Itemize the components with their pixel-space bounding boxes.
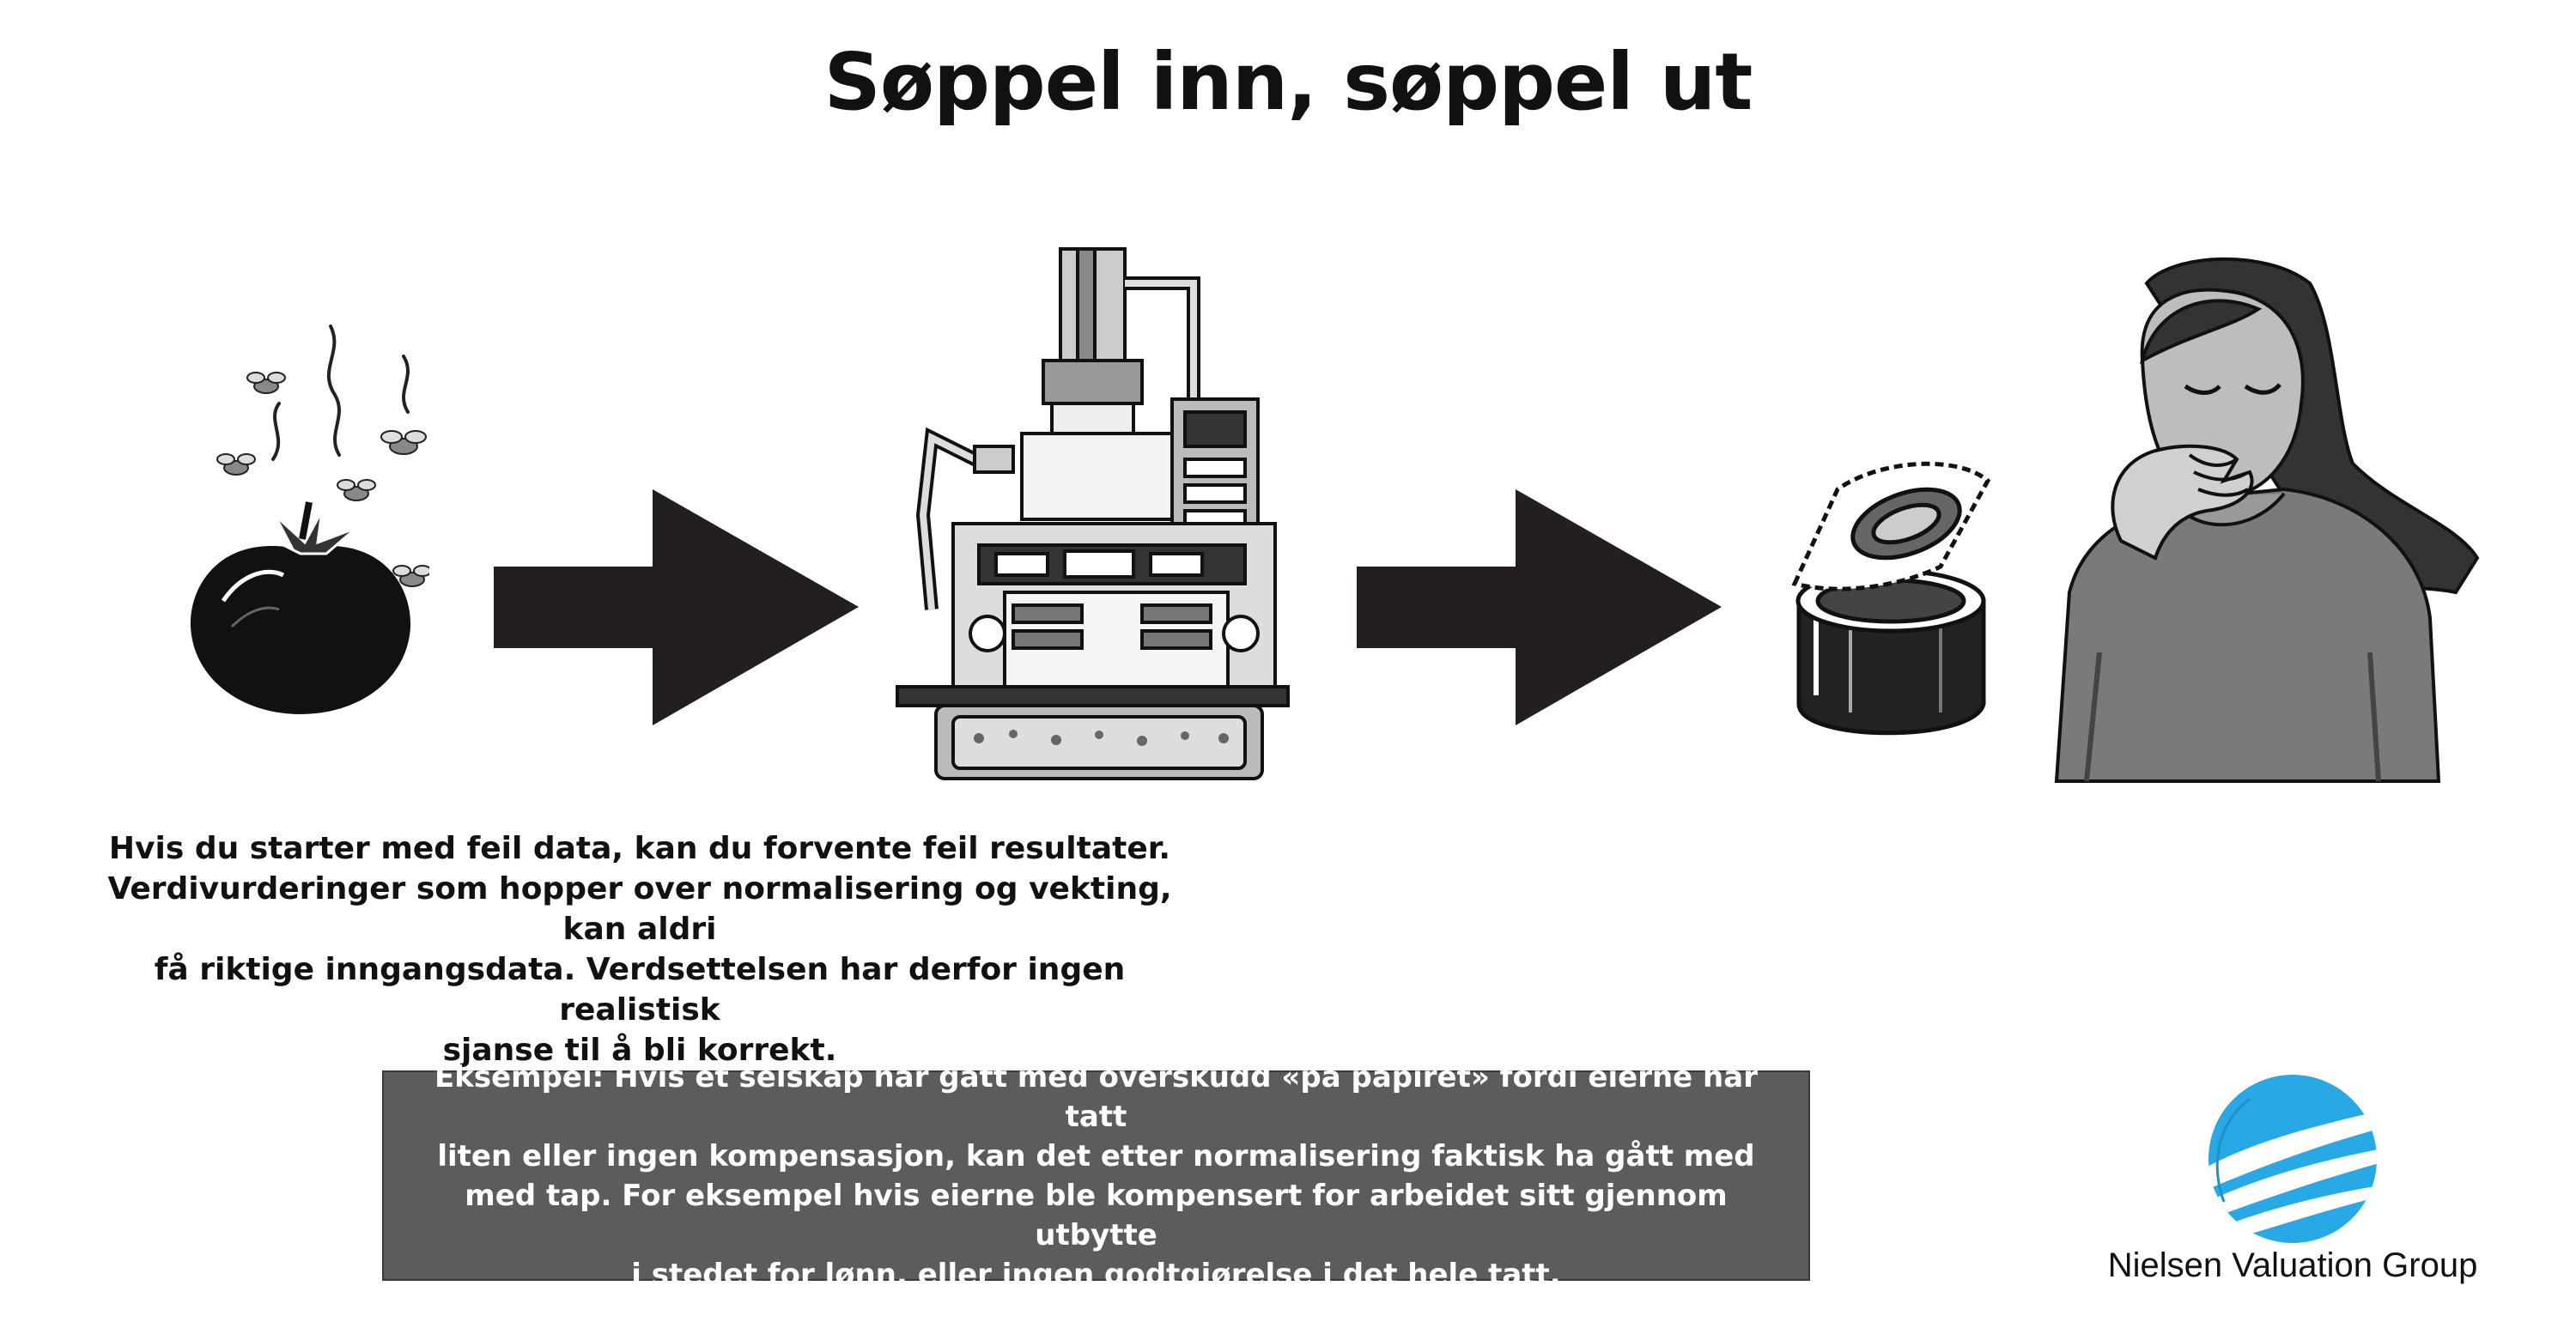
disgusted-woman-icon	[2054, 257, 2480, 783]
fly-icon	[216, 453, 256, 476]
logo-globe-icon	[2208, 1075, 2377, 1243]
fly-icon	[392, 565, 429, 587]
fly-icon	[337, 479, 376, 501]
example-line: med tap. For eksempel hvis eierne ble ko…	[465, 1178, 1728, 1252]
open-can-icon	[1791, 461, 1991, 736]
example-box: Eksempel: Hvis et selskap har gått med o…	[382, 1060, 1810, 1292]
example-line: liten eller ingen kompensasjon, kan det …	[437, 1138, 1755, 1173]
logo-name: Nielsen Valuation Group	[2107, 1246, 2478, 1284]
example-line: i stedet for lønn, eller ingen godtgjøre…	[631, 1257, 1561, 1292]
description-line: sjanse til å bli korrekt.	[442, 1033, 837, 1068]
arrow-right-icon	[494, 489, 859, 725]
fly-icon	[380, 430, 427, 455]
description-line: Verdivurderinger som hopper over normali…	[107, 871, 1172, 947]
description-text: Hvis du starter med feil data, kan du fo…	[86, 828, 1194, 1070]
arrow-right-icon	[1357, 489, 1722, 725]
example-line: Eksempel: Hvis et selskap har gått med o…	[434, 1059, 1758, 1134]
fly-icon	[246, 372, 286, 394]
description-line: Hvis du starter med feil data, kan du fo…	[108, 831, 1171, 866]
page-title: Søppel inn, søppel ut	[823, 36, 1753, 128]
description-line: få riktige inngangsdata. Verdsettelsen h…	[154, 952, 1126, 1028]
machine-icon	[896, 247, 1290, 780]
rotten-tomato-icon	[190, 324, 429, 714]
